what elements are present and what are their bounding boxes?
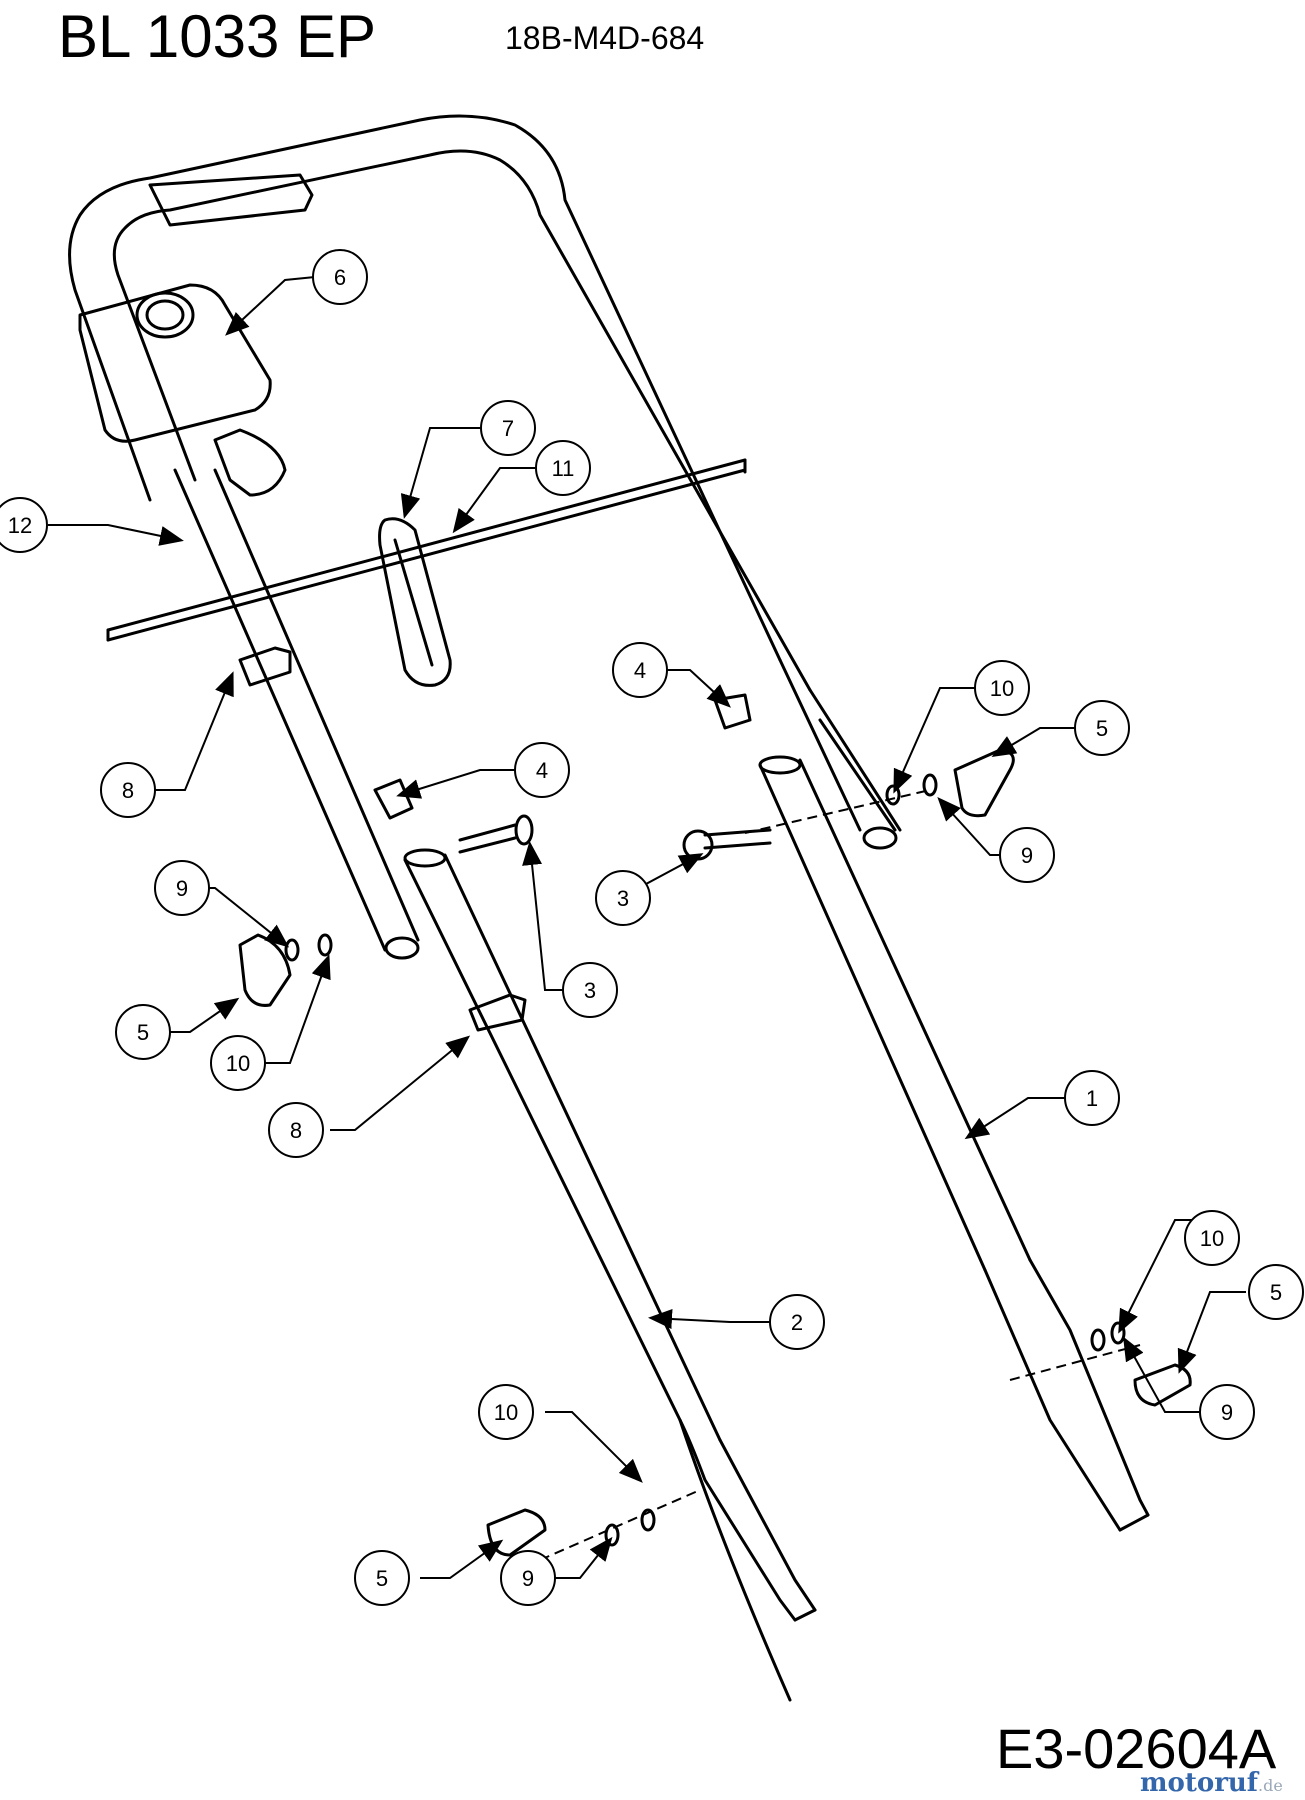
callout-circle-c5c bbox=[1248, 1264, 1304, 1320]
callout-circle-c5a bbox=[1074, 700, 1130, 756]
callout-circle-c5b bbox=[115, 1004, 171, 1060]
callout-label-c5b: 5 bbox=[137, 1020, 149, 1045]
clip-lower bbox=[468, 993, 527, 1032]
callout-label-c10a: 10 bbox=[990, 676, 1014, 701]
callout-circle-c2 bbox=[769, 1294, 825, 1350]
callout-circle-c4a bbox=[612, 642, 668, 698]
callout-label-c9a: 9 bbox=[176, 876, 188, 901]
callout-label-c8a: 8 bbox=[122, 778, 134, 803]
cable-bar bbox=[106, 458, 747, 632]
callout-circle-c1 bbox=[1064, 1070, 1120, 1126]
callout-label-c7: 7 bbox=[502, 416, 514, 441]
switch-box bbox=[78, 283, 272, 443]
upper-handle-outer bbox=[68, 114, 782, 662]
callout-circle-c4b bbox=[514, 742, 570, 798]
switch-trigger bbox=[213, 428, 287, 497]
callout-label-c3b: 3 bbox=[584, 978, 596, 1003]
callout-label-c5a: 5 bbox=[1096, 716, 1108, 741]
model-name: BL 1033 EP bbox=[58, 3, 377, 70]
watermark: motoruf.de bbox=[1140, 1768, 1283, 1798]
lower-left-tube bbox=[403, 858, 682, 1422]
callout-circle-c10b bbox=[210, 1035, 266, 1091]
callout-label-c12: 12 bbox=[8, 513, 32, 538]
callout-circle-c10c bbox=[1184, 1210, 1240, 1266]
callout-group: 6 7 11 12 4 10 5 8 4 9 3 9 3 5 10 8 1 10 5 2 9 10 5 9 bbox=[0, 249, 1304, 1606]
callout-circle-c9b bbox=[999, 827, 1055, 883]
callout-label-c2: 2 bbox=[791, 1310, 803, 1335]
lower-right-tube bbox=[758, 763, 987, 1272]
callout-circle-c5d bbox=[354, 1550, 410, 1606]
callout-circle-c10a bbox=[974, 660, 1030, 716]
callout-circle-c9d bbox=[500, 1550, 556, 1606]
knob-left bbox=[238, 933, 292, 1007]
callout-label-c10d: 10 bbox=[494, 1400, 518, 1425]
knob-bottom bbox=[486, 1508, 547, 1557]
callout-circle-c7 bbox=[480, 400, 536, 456]
plug-lower bbox=[373, 778, 414, 820]
callout-circle-c12 bbox=[0, 497, 48, 553]
callout-label-c1: 1 bbox=[1086, 1086, 1098, 1111]
callout-label-c4a: 4 bbox=[634, 658, 646, 683]
left-upper-tube bbox=[173, 468, 387, 952]
watermark-suffix: .de bbox=[1258, 1776, 1283, 1795]
callout-label-c11: 11 bbox=[552, 456, 575, 481]
callout-circle-c9a bbox=[154, 860, 210, 916]
clip-upper bbox=[238, 646, 292, 687]
callout-label-c5d: 5 bbox=[376, 1566, 388, 1591]
callout-circle-c11 bbox=[535, 440, 591, 496]
callout-circle-c8a bbox=[100, 762, 156, 818]
upper-handle-inner bbox=[112, 149, 812, 692]
cable-clip bbox=[378, 517, 452, 687]
model-number: 18B-M4D-684 bbox=[505, 20, 705, 56]
callout-label-c10c: 10 bbox=[1200, 1226, 1224, 1251]
callout-label-c8b: 8 bbox=[290, 1118, 302, 1143]
grip bbox=[148, 173, 314, 227]
callout-circle-c8b bbox=[268, 1102, 324, 1158]
callout-circle-c6 bbox=[312, 249, 368, 305]
callout-label-c9d: 9 bbox=[522, 1566, 534, 1591]
knob-ur bbox=[953, 748, 1015, 818]
callout-label-c5c: 5 bbox=[1270, 1280, 1282, 1305]
watermark-main: motoruf bbox=[1140, 1768, 1258, 1798]
callout-label-c3a: 3 bbox=[617, 886, 629, 911]
bolt-lower bbox=[703, 828, 772, 850]
switch-button bbox=[135, 291, 195, 339]
callout-label-c4b: 4 bbox=[536, 758, 548, 783]
callout-circle-c3b bbox=[562, 962, 618, 1018]
callout-circle-c9c bbox=[1199, 1384, 1255, 1440]
callout-label-c6: 6 bbox=[334, 265, 346, 290]
callout-label-c10b: 10 bbox=[226, 1051, 250, 1076]
callout-label-c9c: 9 bbox=[1221, 1400, 1233, 1425]
callout-circle-c3a bbox=[595, 870, 651, 926]
callout-circle-c10d bbox=[478, 1384, 534, 1440]
bolt-upper bbox=[458, 823, 517, 854]
callout-label-c9b: 9 bbox=[1021, 843, 1033, 868]
diagram-code: E3-02604A bbox=[996, 1717, 1277, 1780]
plug-upper bbox=[713, 693, 752, 730]
